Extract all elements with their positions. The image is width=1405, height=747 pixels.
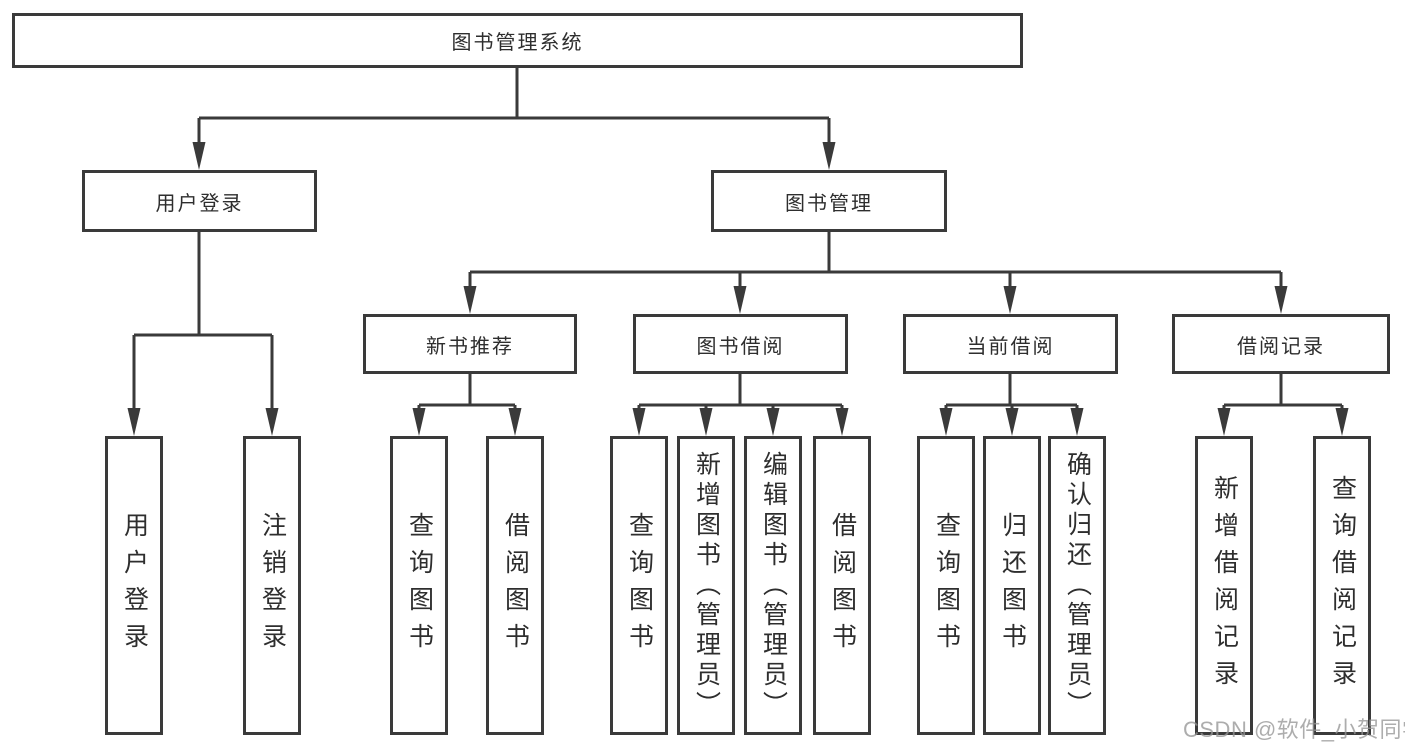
leaf-edit-books-admin: 编辑图书（管理员） xyxy=(744,436,802,735)
arrow-down-icon xyxy=(192,142,206,170)
arrow-down-icon xyxy=(822,142,836,170)
arrowheads xyxy=(127,142,1349,436)
leaf-borrow-query-books: 查询图书 xyxy=(610,436,668,735)
node-current-borrow: 当前借阅 xyxy=(903,314,1118,374)
arrow-down-icon xyxy=(939,408,953,436)
arrow-down-icon xyxy=(1005,408,1019,436)
arrow-down-icon xyxy=(1274,286,1288,314)
node-root-label: 图书管理系统 xyxy=(451,32,584,54)
leaf-recommend-borrow-books: 借阅图书 xyxy=(486,436,544,735)
arrow-down-icon xyxy=(127,408,141,436)
arrow-down-icon xyxy=(508,408,522,436)
leaf-return-books: 归还图书 xyxy=(983,436,1041,735)
leaf-query-borrow-record: 查询借阅记录 xyxy=(1313,436,1371,735)
node-current-borrow-label: 当前借阅 xyxy=(966,335,1055,358)
leaf-borrow-query-books-label: 查询图书 xyxy=(625,511,654,660)
arrow-down-icon xyxy=(463,286,477,314)
leaf-add-books-admin-label: 新增图书（管理员） xyxy=(692,450,721,721)
leaf-confirm-return-admin: 确认归还（管理员） xyxy=(1048,436,1106,735)
leaf-add-borrow-record: 新增借阅记录 xyxy=(1195,436,1253,735)
leaf-borrow-books: 借阅图书 xyxy=(813,436,871,735)
node-new-book-recommend-label: 新书推荐 xyxy=(426,335,514,358)
leaf-query-borrow-record-label: 查询借阅记录 xyxy=(1328,474,1357,697)
leaf-logout: 注销登录 xyxy=(243,436,301,735)
connector-current-borrow xyxy=(944,374,1079,412)
leaf-current-query-books-label: 查询图书 xyxy=(932,511,961,660)
leaf-add-borrow-record-label: 新增借阅记录 xyxy=(1210,474,1239,697)
arrow-down-icon xyxy=(1217,408,1231,436)
node-book-borrow-label: 图书借阅 xyxy=(696,335,785,358)
connector-user-login-to-children xyxy=(132,232,274,412)
csdn-watermark: CSDN @软件_小贺同学 xyxy=(1183,717,1405,742)
arrow-down-icon xyxy=(699,408,713,436)
leaf-return-books-label: 归还图书 xyxy=(998,511,1027,660)
arrow-down-icon xyxy=(835,408,849,436)
node-user-login: 用户登录 xyxy=(82,170,317,232)
connector-book-mgmt-to-sections xyxy=(468,232,1283,290)
node-book-mgmt: 图书管理 xyxy=(711,170,947,232)
leaf-recommend-borrow-books-label: 借阅图书 xyxy=(501,511,530,660)
leaf-user-login-label: 用户登录 xyxy=(120,511,149,660)
node-user-login-label: 用户登录 xyxy=(155,192,244,215)
node-book-borrow: 图书借阅 xyxy=(633,314,848,374)
leaf-logout-label: 注销登录 xyxy=(258,511,287,660)
arrow-down-icon xyxy=(412,408,426,436)
arrow-down-icon xyxy=(766,408,780,436)
leaf-user-login: 用户登录 xyxy=(105,436,163,735)
connector-book-borrow xyxy=(637,374,844,412)
node-new-book-recommend: 新书推荐 xyxy=(363,314,577,374)
connector-borrow-records xyxy=(1222,374,1344,412)
leaf-borrow-books-label: 借阅图书 xyxy=(828,511,857,660)
connector-root-to-level2 xyxy=(197,68,831,146)
leaf-add-books-admin: 新增图书（管理员） xyxy=(677,436,735,735)
leaf-confirm-return-admin-label: 确认归还（管理员） xyxy=(1063,450,1092,721)
arrow-down-icon xyxy=(1070,408,1084,436)
leaf-current-query-books: 查询图书 xyxy=(917,436,975,735)
arrow-down-icon xyxy=(265,408,279,436)
node-borrow-records: 借阅记录 xyxy=(1172,314,1390,374)
arrow-down-icon xyxy=(1003,286,1017,314)
leaf-recommend-query-books-label: 查询图书 xyxy=(405,511,434,660)
node-book-mgmt-label: 图书管理 xyxy=(785,192,873,215)
node-borrow-records-label: 借阅记录 xyxy=(1237,335,1325,358)
arrow-down-icon xyxy=(1335,408,1349,436)
arrow-down-icon xyxy=(733,286,747,314)
leaf-recommend-query-books: 查询图书 xyxy=(390,436,448,735)
node-root: 图书管理系统 xyxy=(12,13,1023,68)
connector-new-book-recommend xyxy=(417,374,517,412)
leaf-edit-books-admin-label: 编辑图书（管理员） xyxy=(759,450,788,721)
arrow-down-icon xyxy=(632,408,646,436)
